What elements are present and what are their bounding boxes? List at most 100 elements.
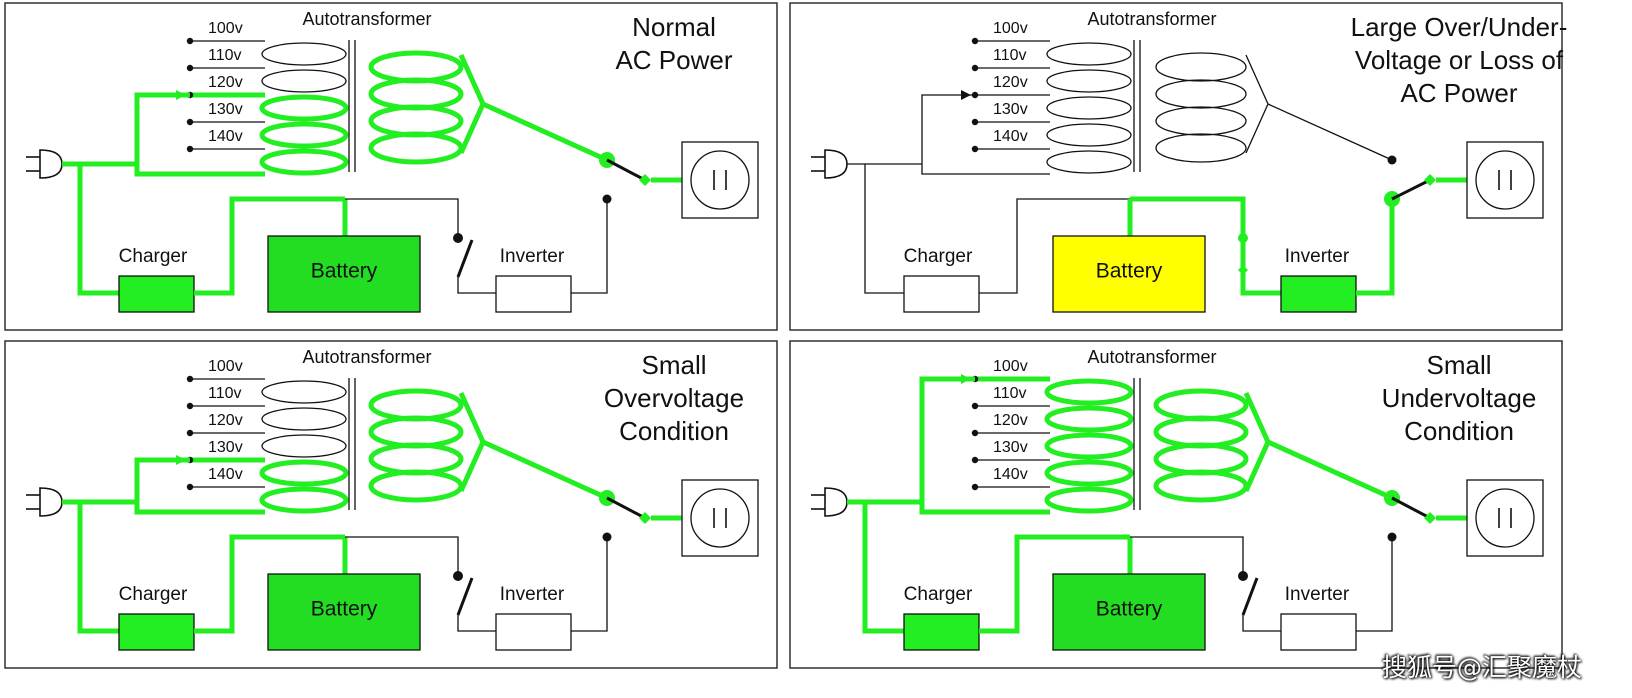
tap-select-arrow bbox=[176, 455, 186, 465]
primary-coil-turn bbox=[1046, 96, 1132, 120]
tap-dot bbox=[971, 456, 979, 464]
outlet-face bbox=[1475, 488, 1535, 548]
battery-box bbox=[267, 235, 421, 313]
charger-feed-wire bbox=[77, 164, 119, 296]
transformer-output-wire bbox=[481, 439, 609, 501]
plug-icon bbox=[39, 149, 63, 179]
junction-diamond bbox=[1424, 174, 1436, 186]
inverter-switch-blade bbox=[456, 577, 474, 616]
charger-label: Charger bbox=[904, 246, 973, 267]
charger-box bbox=[118, 613, 195, 651]
transformer-output-wire bbox=[481, 101, 609, 163]
charger-to-battery-wire bbox=[979, 534, 1130, 634]
primary-coil-turn bbox=[261, 69, 347, 93]
charger-label: Charger bbox=[119, 584, 188, 605]
primary-coil-turn bbox=[261, 407, 347, 431]
tap-label-140v: 140v bbox=[993, 466, 1028, 483]
transfer-switch-contact-b bbox=[1387, 532, 1397, 542]
panel-small-overvoltage: Autotransformer100v110v120v130v140vSmall… bbox=[4, 340, 778, 669]
primary-coil-turn bbox=[259, 148, 349, 176]
secondary-coil-turn bbox=[1155, 52, 1247, 82]
charger-feed-wire bbox=[864, 164, 904, 294]
tap-label-110v: 110v bbox=[993, 385, 1027, 402]
plug-icon bbox=[824, 487, 848, 517]
tap-label-120v: 120v bbox=[208, 412, 243, 429]
inverter-label: Inverter bbox=[500, 246, 565, 267]
tap-dot bbox=[971, 483, 979, 491]
tap-dot bbox=[186, 483, 194, 491]
tap-label-110v: 110v bbox=[208, 385, 242, 402]
primary-coil-turn bbox=[259, 486, 349, 514]
switch-to-inverter-wire bbox=[457, 615, 496, 632]
tap-dot bbox=[186, 64, 194, 72]
inverter-switch-node bbox=[1238, 571, 1248, 581]
charger-label: Charger bbox=[904, 584, 973, 605]
panel-title-line: Undervoltage bbox=[1382, 383, 1537, 413]
tap-label-100v: 100v bbox=[993, 358, 1028, 375]
battery-label: Battery bbox=[311, 598, 378, 621]
battery-label: Battery bbox=[1096, 598, 1163, 621]
tap-label-110v: 110v bbox=[208, 47, 242, 64]
tap-feed-wire bbox=[134, 92, 190, 164]
primary-coil-turn bbox=[261, 380, 347, 404]
tap-label-140v: 140v bbox=[208, 466, 243, 483]
battery-to-switch-wire bbox=[345, 536, 459, 576]
outlet-face bbox=[690, 150, 750, 210]
tap-label-140v: 140v bbox=[208, 128, 243, 145]
transfer-switch-contact-a bbox=[1387, 155, 1397, 165]
plug-icon bbox=[39, 487, 63, 517]
charger-box bbox=[903, 613, 980, 651]
transformer-output-wire bbox=[1266, 439, 1394, 501]
transfer-switch-blade bbox=[1391, 178, 1431, 201]
inverter-output-wire bbox=[571, 537, 608, 632]
panel-large-over-under: Autotransformer100v110v120v130v140vLarge… bbox=[789, 2, 1567, 331]
inverter-box bbox=[1280, 613, 1357, 651]
autotransformer-label: Autotransformer bbox=[1087, 347, 1216, 367]
primary-coil-turn bbox=[1044, 405, 1134, 433]
outlet-face bbox=[690, 488, 750, 548]
charger-label: Charger bbox=[119, 246, 188, 267]
charger-box bbox=[903, 275, 980, 313]
tap-label-120v: 120v bbox=[208, 74, 243, 91]
primary-coil-turn bbox=[1046, 150, 1132, 174]
battery-to-switch-wire bbox=[1130, 536, 1244, 576]
tap-dot bbox=[971, 145, 979, 153]
transfer-switch-blade bbox=[606, 158, 646, 182]
outlet-face bbox=[1475, 150, 1535, 210]
junction-diamond bbox=[639, 174, 651, 186]
primary-coil-turn bbox=[1046, 69, 1132, 93]
battery-label: Battery bbox=[1096, 260, 1163, 283]
coil-return-wire bbox=[134, 502, 265, 515]
inverter-output-wire bbox=[1356, 199, 1395, 296]
tap-dot bbox=[971, 64, 979, 72]
panel-title-line: AC Power bbox=[1400, 78, 1517, 108]
inverter-output-wire bbox=[571, 199, 608, 294]
inverter-switch-node bbox=[453, 233, 463, 243]
tap-label-120v: 120v bbox=[993, 74, 1028, 91]
tap-dot bbox=[186, 118, 194, 126]
tap-dot bbox=[186, 145, 194, 153]
inverter-box bbox=[1280, 275, 1357, 313]
autotransformer-label: Autotransformer bbox=[1087, 9, 1216, 29]
tap-label-130v: 130v bbox=[993, 439, 1028, 456]
coil-return-wire bbox=[919, 502, 1050, 515]
inverter-switch-node bbox=[453, 571, 463, 581]
tap-label-120v: 120v bbox=[993, 412, 1028, 429]
primary-coil-turn bbox=[259, 459, 349, 487]
panel-title-line: AC Power bbox=[615, 45, 732, 75]
inverter-switch-blade bbox=[456, 239, 474, 278]
switch-to-inverter-wire bbox=[1240, 277, 1281, 296]
tap-dot bbox=[186, 402, 194, 410]
plug-icon bbox=[824, 149, 848, 179]
transfer-switch-blade bbox=[606, 496, 646, 520]
tap-select-arrow bbox=[961, 90, 971, 100]
tap-label-100v: 100v bbox=[208, 20, 243, 37]
tap-label-100v: 100v bbox=[208, 358, 243, 375]
tap-dot bbox=[186, 37, 194, 45]
battery-to-switch-wire bbox=[345, 198, 459, 238]
charger-box bbox=[118, 275, 195, 313]
tap-label-130v: 130v bbox=[208, 101, 243, 118]
coil-return-wire bbox=[134, 164, 265, 177]
inverter-switch-blade bbox=[1241, 577, 1259, 616]
